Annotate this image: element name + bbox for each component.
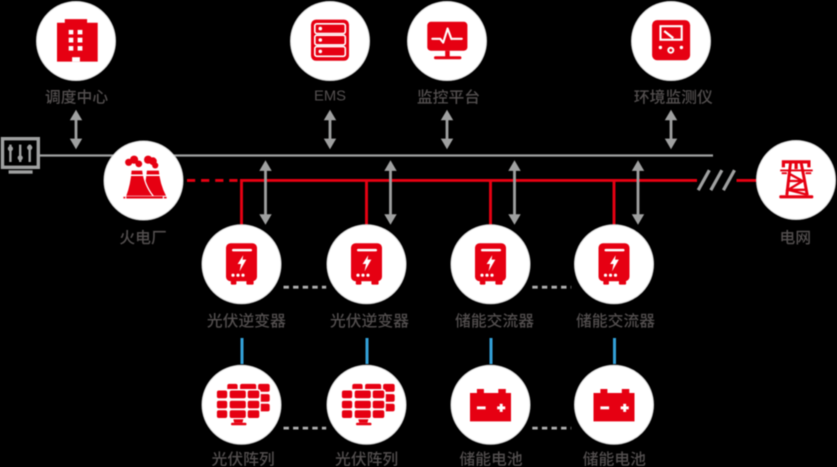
svg-text:EMS: EMS — [314, 88, 346, 104]
